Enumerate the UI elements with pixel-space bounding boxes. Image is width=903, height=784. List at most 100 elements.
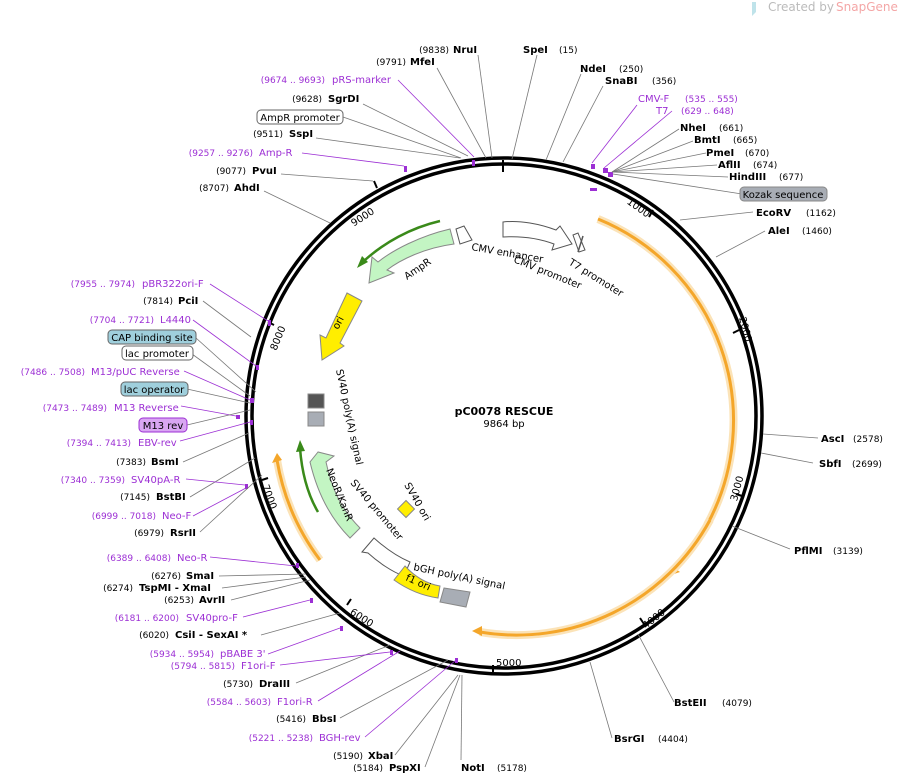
site-pos-sspi: (9511) xyxy=(253,130,283,140)
box-ampr-promoter: AmpR promoter xyxy=(256,109,344,125)
primer-name-prs-marker: pRS-marker xyxy=(332,75,392,86)
site-pos-pspxi: (5184) xyxy=(353,764,383,774)
site-name-bsmi: BsmI xyxy=(151,457,179,468)
site-name-noti: NotI xyxy=(461,763,485,774)
tick-label-6000: 6000 xyxy=(348,607,375,630)
site-name-tspmi: TspMI - XmaI xyxy=(139,583,211,594)
box-label-cap: CAP binding site xyxy=(111,333,193,344)
site-name-draiii: DraIII xyxy=(259,679,290,690)
site-pos-smai: (6276) xyxy=(151,572,181,582)
tick-label-5000: 5000 xyxy=(496,658,521,669)
site-draiii: (5730) DraIII xyxy=(223,679,290,690)
site-name-mfei: MfeI xyxy=(410,57,435,68)
site-pflmi: PflMI (3139) xyxy=(794,546,863,557)
primer-sv40pa-r: (7340 .. 7359) SV40pA-R xyxy=(61,475,181,486)
primer-amp-r: (9257 .. 9276) Amp-R xyxy=(189,148,293,159)
site-pos-bmti: (665) xyxy=(733,136,757,146)
site-pos-xbai: (5190) xyxy=(333,752,363,762)
site-mfei: (9791) MfeI xyxy=(376,57,435,68)
site-name-pvui: PvuI xyxy=(252,166,277,177)
tick-9000 xyxy=(373,180,378,189)
primer-neo-f: (6999 .. 7018) Neo-F xyxy=(92,511,192,522)
primer-name-pbr322ori-f: pBR322ori-F xyxy=(142,279,204,290)
primer-name-l4440: L4440 xyxy=(160,315,191,326)
site-pos-noti: (5178) xyxy=(497,764,527,774)
primer-pos-f1ori-f: (5794 .. 5815) xyxy=(171,662,235,672)
site-name-bsteii: BstEII xyxy=(674,698,707,709)
box-label-kozak: Kozak sequence xyxy=(743,190,824,201)
primer-sv40pro-f: (6181 .. 6200) SV40pro-F xyxy=(115,613,238,624)
site-pos-bsteii: (4079) xyxy=(722,699,752,709)
site-ndei: NdeI (250) xyxy=(580,64,643,75)
site-pos-spei: (15) xyxy=(559,46,577,56)
site-noti: NotI (5178) xyxy=(461,763,527,774)
feature-t7-promoter: T7 promoter xyxy=(566,235,626,300)
feature-neor-kanr: NeoR/KanR xyxy=(296,440,361,539)
site-pos-sbfi: (2699) xyxy=(852,460,882,470)
box-label-lac-promoter: lac promoter xyxy=(125,349,190,360)
primer-pos-neo-r: (6389 .. 6408) xyxy=(107,554,171,564)
tick-label-9000: 9000 xyxy=(349,206,376,229)
site-name-ecorv: EcoRV xyxy=(756,208,791,219)
feature-ori: ori xyxy=(319,292,363,361)
primer-pos-neo-f: (6999 .. 7018) xyxy=(92,512,156,522)
primer-pos-sv40pa-r: (7340 .. 7359) xyxy=(61,476,125,486)
primer-f1ori-r: (5584 .. 5603) F1ori-R xyxy=(207,697,313,708)
site-pos-bsrgi: (4404) xyxy=(658,735,688,745)
site-pos-bsmi: (7383) xyxy=(116,458,146,468)
primer-m13-puc-reverse: (7486 .. 7508) M13/pUC Reverse xyxy=(21,367,180,378)
site-bsmi: (7383) BsmI xyxy=(116,457,179,468)
primer-name-neo-r: Neo-R xyxy=(177,553,208,564)
primer-pos-cmv-f: (535 .. 555) xyxy=(685,95,738,105)
box-label-lac-operator: lac operator xyxy=(124,385,185,396)
primer-l4440: (7704 .. 7721) L4440 xyxy=(90,315,191,326)
site-name-sspi: SspI xyxy=(289,129,313,140)
enzyme-leaders xyxy=(182,54,819,768)
primer-t7: T7 (629 .. 648) xyxy=(655,106,734,117)
primer-name-pbabe: pBABE 3' xyxy=(220,649,266,660)
site-rsrii: (6979) RsrII xyxy=(134,528,196,539)
site-name-asci: AscI xyxy=(821,434,844,445)
site-sgrdi: (9628) SgrDI xyxy=(292,94,359,105)
site-name-nrui: NruI xyxy=(453,45,477,56)
box-kozak-sequence: Kozak sequence xyxy=(739,186,828,202)
snapgene-logo-icon xyxy=(752,2,756,16)
site-bbsi: (5416) BbsI xyxy=(276,714,336,725)
orf-arc-left xyxy=(272,453,324,563)
primer-pbabe-3: (5934 .. 5954) pBABE 3' xyxy=(150,649,266,660)
site-pmei: PmeI (670) xyxy=(706,148,769,159)
site-pspxi: (5184) PspXI xyxy=(353,763,421,774)
site-spei: SpeI (15) xyxy=(523,45,577,56)
site-name-rsrii: RsrII xyxy=(170,528,196,539)
tick-2000 xyxy=(732,329,740,334)
site-pos-csii: (6020) xyxy=(139,631,169,641)
site-name-xbai: XbaI xyxy=(368,751,393,762)
site-name-ndei: NdeI xyxy=(580,64,606,75)
primer-m13-reverse: (7473 .. 7489) M13 Reverse xyxy=(43,403,179,414)
label-sv40-promoter: SV40 promoter xyxy=(348,478,406,544)
box-label-ampr-promoter: AmpR promoter xyxy=(260,113,340,124)
ring-markers xyxy=(236,160,613,663)
plasmid-length: 9864 bp xyxy=(483,419,524,430)
primer-pos-prs-marker: (9674 .. 9693) xyxy=(261,76,325,86)
tick-1000 xyxy=(648,209,654,218)
box-cap-binding-site: CAP binding site xyxy=(107,329,197,345)
primer-pos-ebv-rev: (7394 .. 7413) xyxy=(67,439,131,449)
site-pos-tspmi: (6274) xyxy=(103,584,133,594)
site-name-pflmi: PflMI xyxy=(794,546,822,557)
primer-pos-amp-r: (9257 .. 9276) xyxy=(189,149,253,159)
site-pos-avrii: (6253) xyxy=(164,596,194,606)
site-bsrgi: BsrGI (4404) xyxy=(614,734,688,745)
primer-cmv-f: CMV-F (535 .. 555) xyxy=(638,94,738,105)
primer-pos-m13-puc: (7486 .. 7508) xyxy=(21,368,85,378)
site-ahdi: (8707) AhdI xyxy=(199,183,260,194)
site-bmti: BmtI (665) xyxy=(694,135,757,146)
site-name-spei: SpeI xyxy=(523,45,548,56)
site-name-bbsi: BbsI xyxy=(312,714,336,725)
label-sv40-polya: SV40 poly(A) signal xyxy=(333,368,364,466)
site-name-avrii: AvrII xyxy=(199,595,225,606)
site-pos-pflmi: (3139) xyxy=(833,547,863,557)
site-name-pcii: PciI xyxy=(178,296,198,307)
primer-prs-marker: (9674 .. 9693) pRS-marker xyxy=(261,75,392,86)
tick-4000 xyxy=(639,617,645,625)
